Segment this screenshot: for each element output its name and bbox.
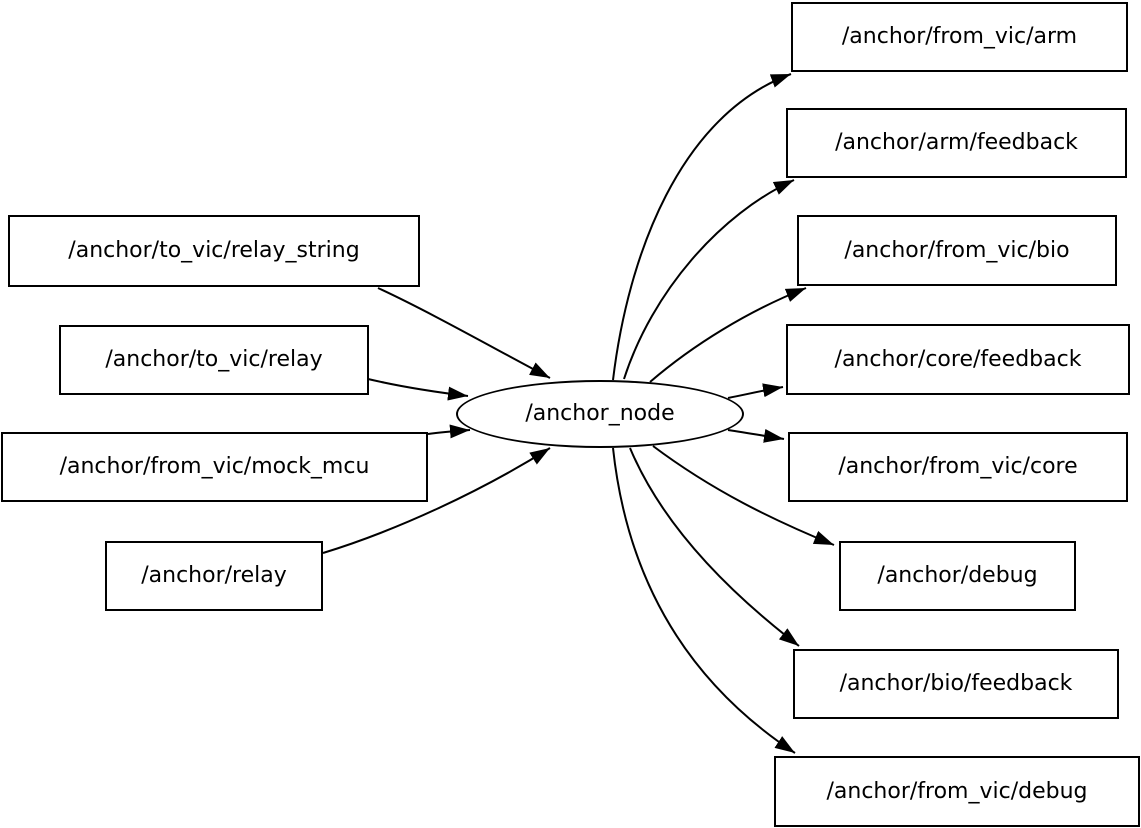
topic-label: /anchor/arm/feedback: [835, 130, 1078, 155]
topic-label: /anchor/from_vic/bio: [844, 237, 1070, 263]
topic-label: /anchor/debug: [877, 563, 1038, 588]
node-label: /anchor_node: [525, 401, 675, 426]
topic-label: /anchor/to_vic/relay: [105, 347, 323, 372]
edge-anchor-node-to-bio-feedback: [629, 447, 800, 647]
edge-relay-string-to-anchor-node: [377, 287, 551, 379]
topic-node-anchor-relay[interactable]: /anchor/relay: [105, 541, 323, 611]
topic-label: /anchor/relay: [141, 563, 287, 588]
edge-anchor-node-to-from-vic-debug: [612, 447, 796, 754]
edge-mock-mcu-to-anchor-node: [427, 424, 471, 439]
topic-node-to-vic-relay-string[interactable]: /anchor/to_vic/relay_string: [8, 215, 420, 287]
topic-node-from-vic-debug[interactable]: /anchor/from_vic/debug: [774, 756, 1140, 827]
topic-node-core-feedback[interactable]: /anchor/core/feedback: [786, 324, 1130, 395]
edge-anchor-node-to-arm-feedback: [623, 179, 795, 380]
topic-node-from-vic-mock-mcu[interactable]: /anchor/from_vic/mock_mcu: [1, 432, 428, 502]
topic-label: /anchor/from_vic/mock_mcu: [59, 454, 370, 479]
topic-node-arm-feedback[interactable]: /anchor/arm/feedback: [786, 108, 1127, 178]
edge-anchor-node-to-debug: [652, 445, 835, 546]
topic-label: /anchor/from_vic/core: [838, 454, 1078, 479]
topic-label: /anchor/from_vic/arm: [841, 24, 1078, 49]
topic-label: /anchor/bio/feedback: [839, 671, 1073, 696]
topic-node-from-vic-arm[interactable]: /anchor/from_vic/arm: [791, 2, 1128, 72]
edge-anchor-node-to-from-vic-core: [727, 428, 785, 443]
topic-label: /anchor/to_vic/relay_string: [68, 238, 360, 263]
node-anchor-node[interactable]: /anchor_node: [456, 380, 744, 448]
topic-node-anchor-debug[interactable]: /anchor/debug: [839, 541, 1076, 611]
topic-node-bio-feedback[interactable]: /anchor/bio/feedback: [793, 649, 1119, 719]
topic-label: /anchor/core/feedback: [834, 346, 1082, 372]
edge-anchor-relay-to-anchor-node: [322, 447, 551, 554]
edge-to-vic-relay-to-anchor-node: [367, 378, 469, 401]
edge-anchor-node-to-from-vic-arm: [612, 73, 792, 381]
edge-anchor-node-to-core-feedback: [727, 383, 784, 399]
topic-node-to-vic-relay[interactable]: /anchor/to_vic/relay: [59, 325, 369, 395]
topic-node-from-vic-core[interactable]: /anchor/from_vic/core: [788, 432, 1128, 502]
edge-anchor-node-to-from-vic-bio: [649, 287, 807, 383]
topic-node-from-vic-bio[interactable]: /anchor/from_vic/bio: [797, 215, 1117, 286]
topic-label: /anchor/from_vic/debug: [826, 778, 1088, 804]
